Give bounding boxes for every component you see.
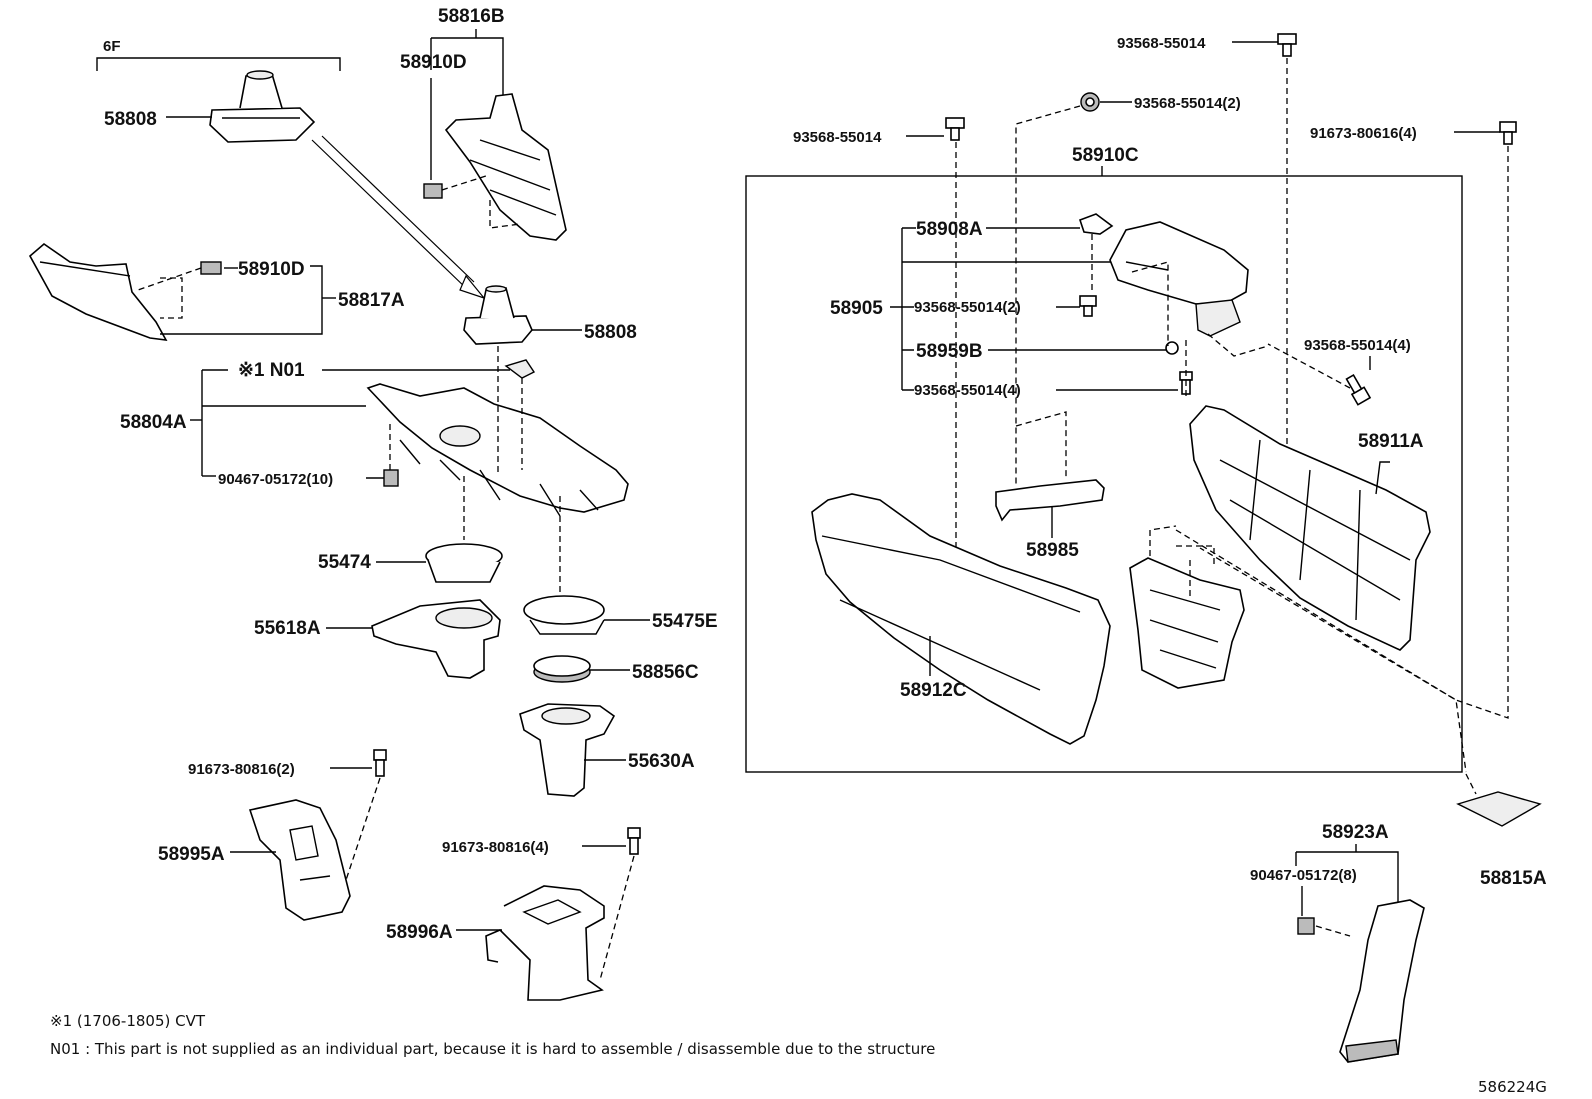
label-58816b: 58816B: [438, 6, 505, 27]
note-cvt: ※1 (1706-1805) CVT: [50, 1012, 206, 1030]
ring-55474: [425, 543, 503, 583]
note-n01: N01 : This part is not supplied as an in…: [50, 1040, 935, 1058]
label-55474: 55474: [318, 552, 371, 573]
trim-panel-58816b: [423, 93, 567, 241]
bracket-58995a: [248, 799, 351, 921]
label-58808-mid: 58808: [584, 322, 637, 343]
clip-90467-8: [1297, 917, 1315, 935]
bolt-91673-2: [373, 749, 387, 777]
bolt-93568-left: [945, 117, 965, 141]
bolt-93568-top: [1277, 33, 1297, 57]
assembly-box-58910c: [745, 175, 1463, 773]
label-6f: 6F: [103, 38, 121, 55]
bolt-91673-80616: [1499, 121, 1517, 145]
bracket-58985: [995, 479, 1105, 522]
nut-93568-2-top: [1080, 92, 1100, 112]
label-93568-4-mid: 93568-55014(4): [914, 382, 1021, 399]
label-93568-2-top: 93568-55014(2): [1134, 95, 1241, 112]
bracket-58996a: [485, 885, 605, 1001]
label-58808-top: 58808: [104, 109, 157, 130]
side-panel-58912c: [811, 493, 1111, 745]
shift-boot-58808-top: [209, 70, 316, 143]
label-93568-top: 93568-55014: [1117, 35, 1206, 52]
label-91673-80616: 91673-80616(4): [1310, 125, 1417, 142]
label-58959b: 58959B: [916, 341, 983, 362]
bolt-91673-4: [627, 827, 641, 855]
label-93568-2-mid: 93568-55014(2): [914, 299, 1021, 316]
bracket-58908a: [1078, 213, 1114, 235]
bolt-93568-4-right: [1345, 373, 1372, 406]
console-box: [1129, 557, 1245, 689]
label-58911a: 58911A: [1358, 431, 1424, 452]
shift-boot-58808-mid: [463, 285, 533, 345]
label-55630a: 55630A: [628, 751, 695, 772]
label-58905: 58905: [830, 298, 883, 319]
label-58910d-top: 58910D: [400, 52, 467, 73]
label-90467-10: 90467-05172(10): [218, 471, 333, 488]
label-58817a: 58817A: [338, 290, 405, 311]
cupholder-55618a: [371, 599, 501, 679]
bracket-6f: [96, 57, 341, 71]
label-58815a: 58815A: [1480, 868, 1547, 889]
label-n01: ※1 N01: [238, 360, 305, 381]
clip-58910d-mid: [200, 261, 222, 275]
label-90467-8: 90467-05172(8): [1250, 867, 1357, 884]
assembly-arrow: [311, 135, 486, 300]
pad-58815a: [1456, 791, 1542, 827]
bolt-93568-2-mid: [1079, 295, 1097, 317]
label-58912c: 58912C: [900, 680, 967, 701]
side-cover-58923a: [1339, 899, 1425, 1063]
plug-58959b: [1165, 341, 1179, 355]
ring-55475e: [523, 595, 605, 635]
label-93568-4-right: 93568-55014(4): [1304, 337, 1411, 354]
label-58856c: 58856C: [632, 662, 699, 683]
armrest-lid: [1109, 221, 1249, 337]
label-91673-2: 91673-80816(2): [188, 761, 295, 778]
label-91673-4: 91673-80816(4): [442, 839, 549, 856]
diagram-code: 586224G: [1478, 1078, 1547, 1096]
label-58995a: 58995A: [158, 844, 225, 865]
label-55475e: 55475E: [652, 611, 718, 632]
label-58804a: 58804A: [120, 412, 187, 433]
label-58996a: 58996A: [386, 922, 453, 943]
cushion-58856c: [533, 655, 591, 683]
clip-90467: [383, 469, 399, 487]
label-55618a: 55618A: [254, 618, 321, 639]
label-58985: 58985: [1026, 540, 1079, 561]
label-58923a: 58923A: [1322, 822, 1389, 843]
trim-panel-58817a: [28, 242, 168, 341]
label-58910d-mid: 58910D: [238, 259, 305, 280]
cup-55630a: [519, 703, 616, 797]
label-93568-left: 93568-55014: [793, 129, 882, 146]
label-58908a: 58908A: [916, 219, 983, 240]
label-58910c: 58910C: [1072, 145, 1139, 166]
part-n01: [504, 359, 536, 379]
back-panel-58911a: [1189, 405, 1431, 651]
